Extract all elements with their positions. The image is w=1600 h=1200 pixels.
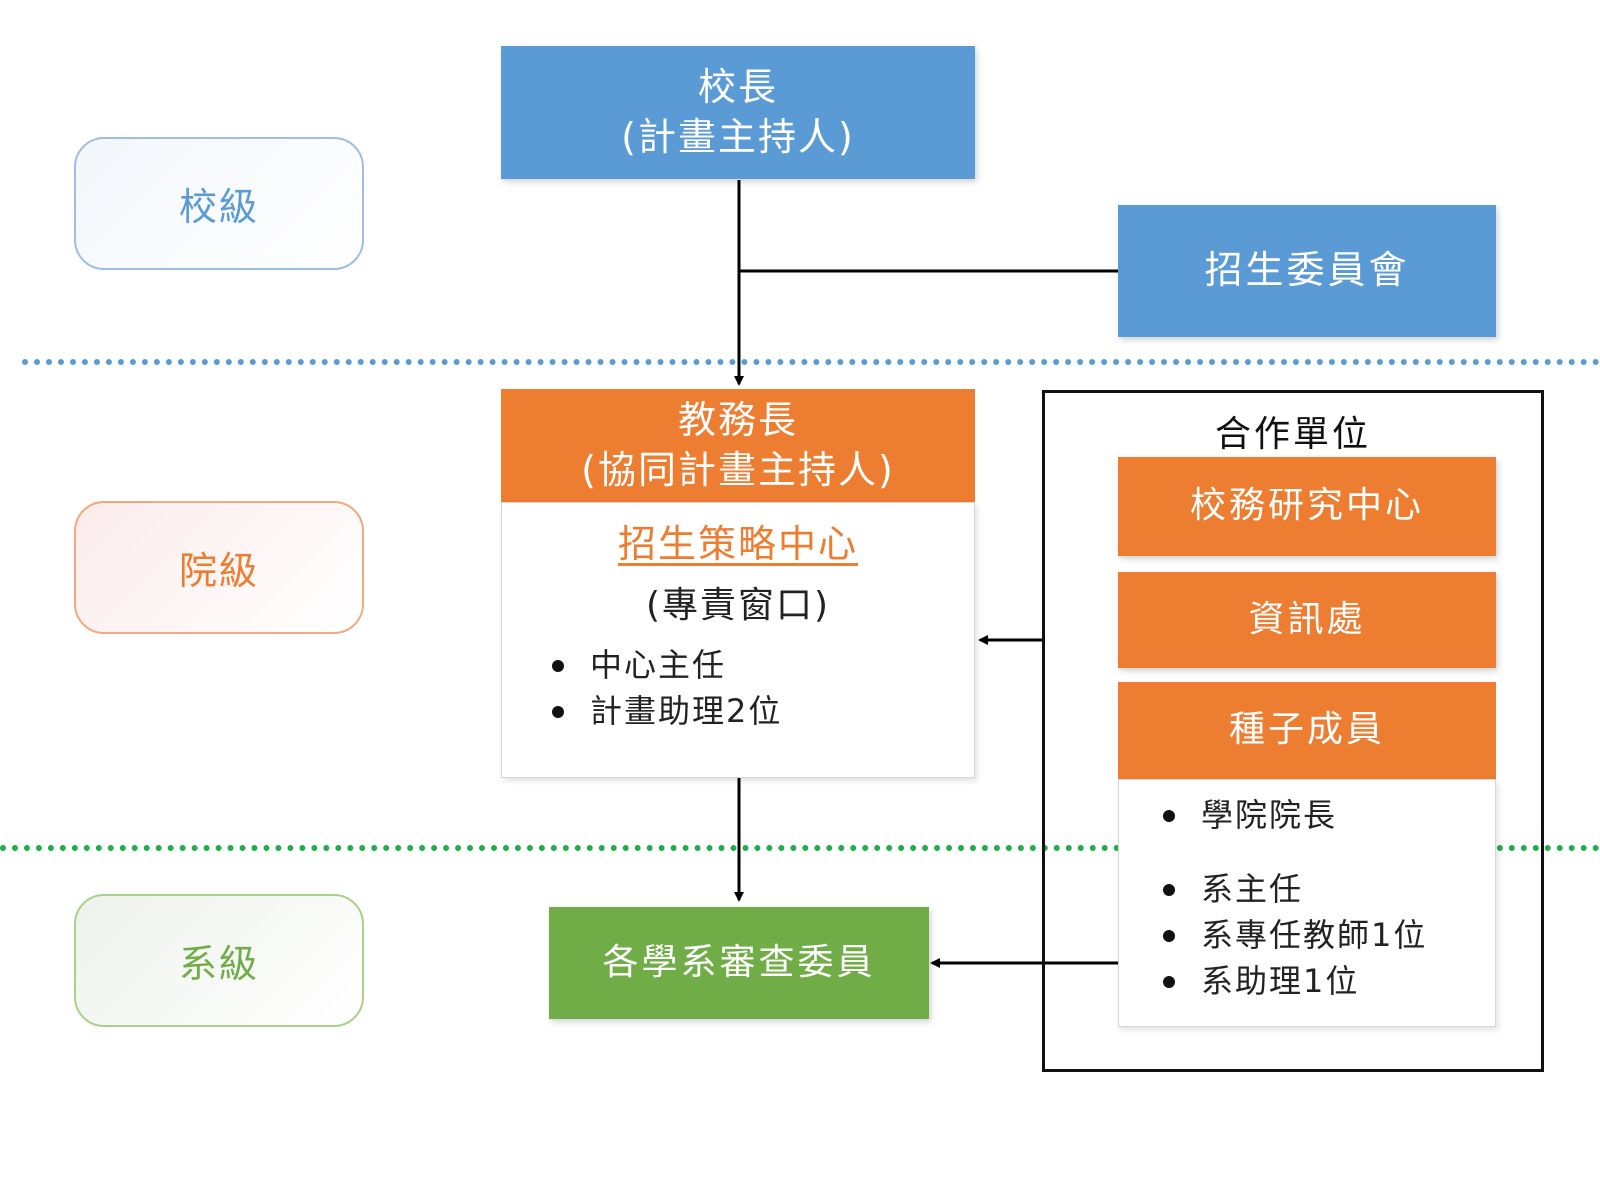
strategy-center-members: 中心主任 計畫助理2位 xyxy=(544,642,974,734)
dept-review-label: 各學系審查委員 xyxy=(602,941,876,983)
partner-unit-label: 資訊處 xyxy=(1248,598,1366,640)
level-college-label: 院級 xyxy=(178,549,259,593)
level-department-label: 系級 xyxy=(178,942,259,986)
strategy-center-subtitle: (專責窗口) xyxy=(645,585,831,626)
provost-box: 教務長 (協同計畫主持人) xyxy=(501,389,975,502)
level-school: 校級 xyxy=(74,137,364,270)
level-department: 系級 xyxy=(74,894,364,1027)
strategy-center-name: 招生策略中心 xyxy=(617,522,858,566)
seed-members-panel: 學院院長 系主任 系專任教師1位 系助理1位 xyxy=(1118,779,1496,1027)
admissions-committee-box: 招生委員會 xyxy=(1118,205,1496,337)
principal-subtitle: (計畫主持人) xyxy=(621,114,855,159)
partner-unit-label: 校務研究中心 xyxy=(1189,485,1424,527)
partner-unit-it-office: 資訊處 xyxy=(1118,572,1496,668)
admissions-committee-label: 招生委員會 xyxy=(1204,248,1410,293)
list-item: 系專任教師1位 xyxy=(1155,912,1495,958)
list-item: 系助理1位 xyxy=(1155,958,1495,1004)
provost-subtitle: (協同計畫主持人) xyxy=(581,447,895,492)
list-item: 計畫助理2位 xyxy=(544,688,974,734)
strategy-center-panel: 招生策略中心 (專責窗口) 中心主任 計畫助理2位 xyxy=(501,502,975,778)
partners-title: 合作單位 xyxy=(1214,414,1371,455)
level-college: 院級 xyxy=(74,501,364,634)
partner-unit-ir-center: 校務研究中心 xyxy=(1118,457,1496,556)
partner-unit-seed-members: 種子成員 xyxy=(1118,682,1496,779)
partners-frame: 合作單位 xyxy=(1042,390,1544,1072)
partner-unit-label: 種子成員 xyxy=(1228,709,1385,751)
list-item: 中心主任 xyxy=(544,642,974,688)
list-item: 學院院長 xyxy=(1155,792,1495,838)
principal-title: 校長 xyxy=(697,65,778,110)
principal-box: 校長 (計畫主持人) xyxy=(501,46,975,179)
dept-review-box: 各學系審查委員 xyxy=(549,907,929,1019)
level-school-label: 校級 xyxy=(178,185,259,229)
divider-college-department xyxy=(0,845,1600,851)
seed-members-list: 學院院長 系主任 系專任教師1位 系助理1位 xyxy=(1155,792,1495,1004)
divider-school-college xyxy=(22,359,1600,365)
list-item: 系主任 xyxy=(1155,866,1495,912)
provost-title: 教務長 xyxy=(677,398,798,443)
